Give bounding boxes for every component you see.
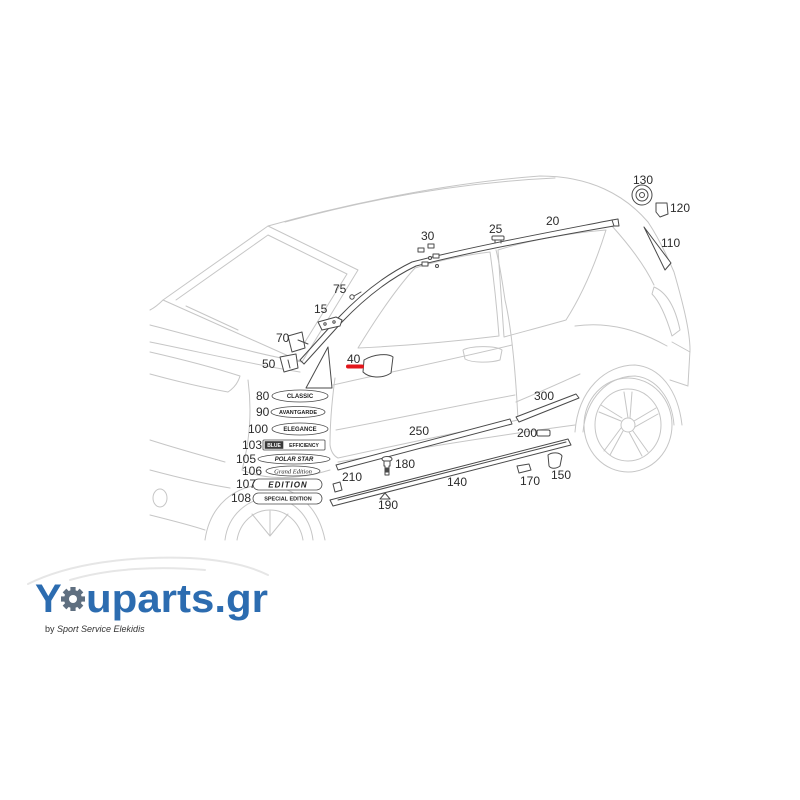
door-crease — [335, 394, 516, 431]
front-bumper — [149, 439, 231, 531]
rear-end — [574, 221, 691, 387]
callout-250[interactable]: 250 — [409, 424, 429, 438]
part-30-clips — [417, 243, 440, 268]
rear-quarter-window — [497, 229, 607, 338]
emblem-edition: EDITION — [252, 478, 323, 491]
part-25-clip — [491, 235, 505, 244]
callout-20[interactable]: 20 — [546, 214, 560, 228]
emblem-special-edition: SPECIAL EDITION — [252, 492, 323, 505]
emblem-grand-edition: Grand Edition — [265, 465, 321, 477]
callout-90[interactable]: 90 — [256, 405, 270, 419]
part-40-mirror-trim — [305, 346, 394, 389]
emblem-polar-star: POLAR STAR — [257, 453, 331, 465]
part-180-push-pin — [381, 456, 393, 476]
emblem-special-edition-text: SPECIAL EDITION — [264, 497, 312, 503]
part-140-sill-trim — [329, 438, 572, 507]
callout-40[interactable]: 40 — [347, 352, 361, 366]
part-20-roof-moulding — [299, 218, 620, 365]
roof — [267, 175, 649, 227]
callout-106[interactable]: 106 — [242, 464, 262, 478]
tail-light — [651, 286, 681, 337]
windshield — [162, 225, 359, 363]
callout-180[interactable]: 180 — [395, 457, 415, 471]
emblem-avantgarde-text: AVANTGARDE — [279, 410, 317, 416]
callout-70[interactable]: 70 — [276, 331, 290, 345]
emblem-elegance-text: ELEGANCE — [283, 427, 316, 433]
emblem-grand-edition-text: Grand Edition — [274, 468, 312, 475]
callout-75[interactable]: 75 — [333, 282, 347, 296]
rear-wheel — [583, 377, 673, 473]
emblem-edition-text: EDITION — [268, 481, 307, 490]
brand-logo: Y uparts.gr by Sport Service Elekidis — [27, 556, 269, 634]
belt-line — [332, 344, 513, 386]
part-120-clip — [655, 202, 669, 218]
callout-190[interactable]: 190 — [378, 498, 398, 512]
emblem-blue-text: BLUE — [267, 443, 281, 449]
callout-25[interactable]: 25 — [489, 222, 503, 236]
parts-drawings — [279, 184, 672, 507]
callout-15[interactable]: 15 — [314, 302, 328, 316]
part-200-clip — [536, 429, 551, 437]
car-outline — [149, 175, 691, 541]
part-110-rear-trim — [643, 226, 672, 271]
fog-light — [152, 488, 168, 508]
callout-100[interactable]: 100 — [248, 422, 268, 436]
callout-80[interactable]: 80 — [256, 389, 270, 403]
roof-far-edge — [284, 177, 556, 223]
callout-50[interactable]: 50 — [262, 357, 276, 371]
emblem-blue-efficiency: BLUE EFFICIENCY — [262, 439, 326, 451]
logo-tagline: by Sport Service Elekidis — [45, 624, 145, 634]
part-50-clip — [279, 353, 299, 373]
callout-120[interactable]: 120 — [670, 201, 690, 215]
part-190-clip — [379, 492, 391, 500]
tagline-name: Sport Service Elekidis — [57, 624, 145, 634]
door-window — [357, 251, 500, 349]
callout-107[interactable]: 107 — [236, 477, 256, 491]
callout-300[interactable]: 300 — [534, 389, 554, 403]
part-300-rear-moulding — [515, 393, 580, 423]
callout-108[interactable]: 108 — [231, 491, 251, 505]
callout-105[interactable]: 105 — [236, 452, 256, 466]
gear-icon — [61, 587, 85, 611]
emblem-classic-text: CLASSIC — [287, 394, 314, 400]
part-170-clip — [516, 463, 532, 474]
rear-wheel-arch — [574, 364, 683, 433]
emblem-classic: CLASSIC — [271, 389, 329, 403]
callout-130[interactable]: 130 — [633, 173, 653, 187]
part-210-clip — [332, 481, 343, 493]
emblem-polar-star-text: POLAR STAR — [275, 457, 314, 463]
emblems: CLASSIC AVANTGARDE ELEGANCE BLUE EFFICIE… — [252, 389, 331, 505]
door-handle — [462, 346, 503, 363]
callout-140[interactable]: 140 — [447, 475, 467, 489]
emblem-elegance: ELEGANCE — [271, 422, 329, 436]
headlight — [149, 351, 241, 393]
part-130-cap — [631, 184, 653, 206]
callout-170[interactable]: 170 — [520, 474, 540, 488]
emblem-efficiency-text: EFFICIENCY — [289, 443, 319, 449]
callout-210[interactable]: 210 — [342, 470, 362, 484]
logo-swoosh — [27, 556, 269, 585]
callout-110[interactable]: 110 — [661, 236, 680, 250]
callout-200[interactable]: 200 — [517, 426, 537, 440]
callout-150[interactable]: 150 — [551, 468, 571, 482]
callout-103[interactable]: 103 — [242, 438, 262, 452]
part-150-clip — [547, 452, 563, 469]
part-75-screw — [349, 291, 362, 300]
part-250-door-moulding — [335, 418, 513, 471]
logo-prefix: Y — [35, 577, 62, 621]
part-15-bracket — [317, 316, 343, 331]
part-70-clip — [287, 331, 309, 353]
rear-body-crease — [515, 373, 581, 403]
callouts: 130 120 110 20 25 30 75 15 70 50 40 80 9… — [231, 173, 690, 512]
logo-suffix: uparts.gr — [86, 577, 268, 621]
emblem-avantgarde: AVANTGARDE — [270, 406, 326, 418]
logo-swoosh-inner — [69, 567, 206, 581]
callout-30[interactable]: 30 — [421, 229, 435, 243]
tagline-by: by — [45, 624, 55, 634]
hood-crease — [149, 341, 301, 373]
